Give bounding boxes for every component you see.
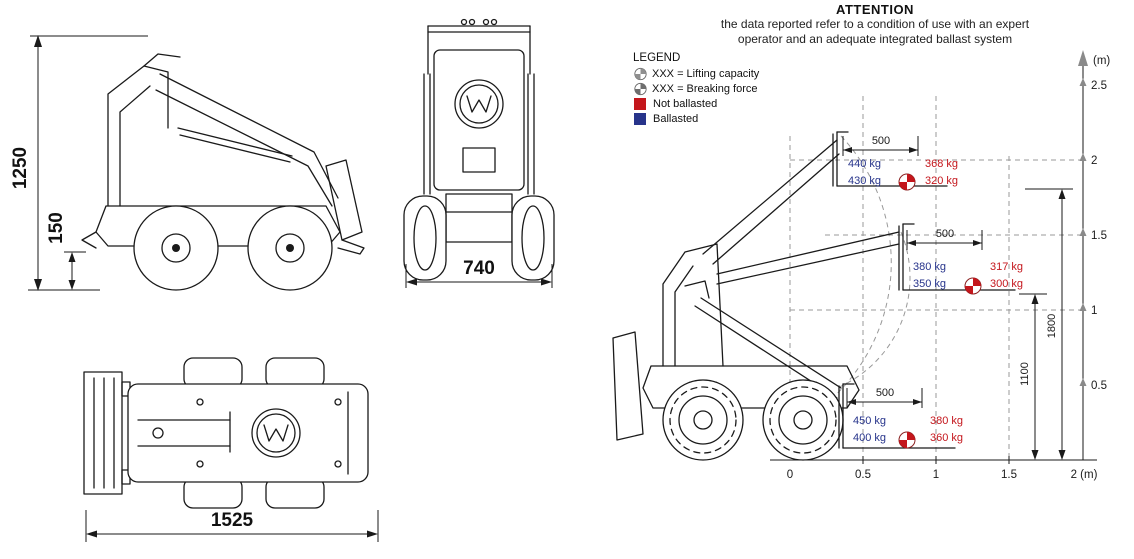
load-center-icon-top xyxy=(898,173,916,191)
legend-lifting-label: XXX = Lifting capacity xyxy=(652,67,760,80)
breaking-force-cg-icon xyxy=(634,82,647,95)
x-tick-1-5: 1.5 xyxy=(1001,469,1017,481)
lifting-capacity-cg-icon xyxy=(634,67,647,80)
load-center-icon-bottom xyxy=(898,431,916,449)
front-view-drawing: 740 xyxy=(403,18,555,288)
not-ballasted-lifting-middle: 317 kg xyxy=(990,261,1023,273)
x-tick-1: 1 xyxy=(933,469,939,481)
reach-dim-bottom: 500 xyxy=(876,387,894,399)
load-point-group-top: 500 440 kg 368 kg 430 kg 320 kg xyxy=(842,135,958,191)
side-view-drawing: 1250 150 xyxy=(10,35,365,291)
fork-positions xyxy=(832,131,1016,449)
side-view-machine xyxy=(81,53,365,291)
not-ballasted-breaking-middle: 300 kg xyxy=(990,278,1023,290)
load-point-group-middle: 500 380 kg 317 kg 350 kg 300 kg xyxy=(906,228,1023,295)
load-point-group-bottom: 500 450 kg 380 kg 400 kg 360 kg xyxy=(846,387,963,449)
legend-item-breaking-force: XXX = Breaking force xyxy=(633,81,759,96)
dim-top-length: 1525 xyxy=(211,510,254,531)
attention-title: ATTENTION xyxy=(836,2,914,17)
y-tick-1-5: 1.5 xyxy=(1091,230,1107,242)
dim-1800: 1800 xyxy=(1046,314,1058,338)
legend: LEGEND XXX = Lifting capacity XXX = Brea… xyxy=(633,52,759,126)
front-view-machine xyxy=(403,18,555,281)
legend-item-lifting-capacity: XXX = Lifting capacity xyxy=(633,66,759,81)
y-tick-1: 1 xyxy=(1091,305,1097,317)
legend-breaking-label: XXX = Breaking force xyxy=(652,82,758,95)
x-tick-0: 0 xyxy=(787,469,793,481)
front-view-dimensions: 740 xyxy=(405,258,553,288)
chart-axes: (m) 2.5 2 1.5 1 0.5 0 0.5 1 1.5 2 (m) xyxy=(770,50,1110,481)
not-ballasted-lifting-top: 368 kg xyxy=(925,158,958,170)
legend-not-ballasted-label: Not ballasted xyxy=(653,97,718,110)
y-tick-0-5: 0.5 xyxy=(1091,380,1107,392)
attention-line-2: operator and an adequate integrated ball… xyxy=(737,32,1013,46)
y-axis-unit: (m) xyxy=(1093,55,1110,67)
x-tick-2: 2 (m) xyxy=(1071,469,1098,481)
legend-ballasted-label: Ballasted xyxy=(653,112,699,125)
x-tick-0-5: 0.5 xyxy=(855,469,871,481)
load-center-icon-middle xyxy=(964,277,982,295)
dim-front-width: 740 xyxy=(463,258,495,279)
not-ballasted-breaking-top: 320 kg xyxy=(925,175,958,187)
reach-dim-top: 500 xyxy=(872,135,890,147)
ballasted-swatch xyxy=(634,112,646,125)
chart-machine xyxy=(612,139,900,461)
height-dimensions: 1800 1100 xyxy=(1019,188,1073,460)
attention-note: ATTENTION the data reported refer to a c… xyxy=(640,2,1110,47)
brand-logo-icon xyxy=(466,95,492,113)
top-view-drawing: 1525 xyxy=(83,357,379,542)
not-ballasted-lifting-bottom: 380 kg xyxy=(930,415,963,427)
dim-1100: 1100 xyxy=(1019,362,1031,386)
top-view-machine xyxy=(83,357,369,509)
legend-item-ballasted: Ballasted xyxy=(633,111,759,126)
not-ballasted-swatch xyxy=(634,97,646,110)
ballasted-breaking-middle: 350 kg xyxy=(913,278,946,290)
ballasted-breaking-top: 430 kg xyxy=(848,175,881,187)
side-view-dimensions: 1250 150 xyxy=(10,35,148,291)
top-view-dimensions: 1525 xyxy=(85,510,379,542)
ballasted-breaking-bottom: 400 kg xyxy=(853,432,886,444)
attention-line-1: the data reported refer to a condition o… xyxy=(720,17,1030,31)
brand-logo-icon xyxy=(263,424,289,442)
legend-title: LEGEND xyxy=(633,52,681,64)
dim-side-height: 1250 xyxy=(10,147,31,189)
ballasted-lifting-middle: 380 kg xyxy=(913,261,946,273)
ballasted-lifting-top: 440 kg xyxy=(848,158,881,170)
not-ballasted-breaking-bottom: 360 kg xyxy=(930,432,963,444)
legend-item-not-ballasted: Not ballasted xyxy=(633,96,759,111)
ballasted-lifting-bottom: 450 kg xyxy=(853,415,886,427)
reach-dim-middle: 500 xyxy=(936,228,954,240)
load-chart: (m) 2.5 2 1.5 1 0.5 0 0.5 1 1.5 2 (m) xyxy=(612,50,1110,481)
y-tick-2-5: 2.5 xyxy=(1091,80,1107,92)
y-tick-2: 2 xyxy=(1091,155,1097,167)
dim-side-clearance: 150 xyxy=(46,212,67,244)
